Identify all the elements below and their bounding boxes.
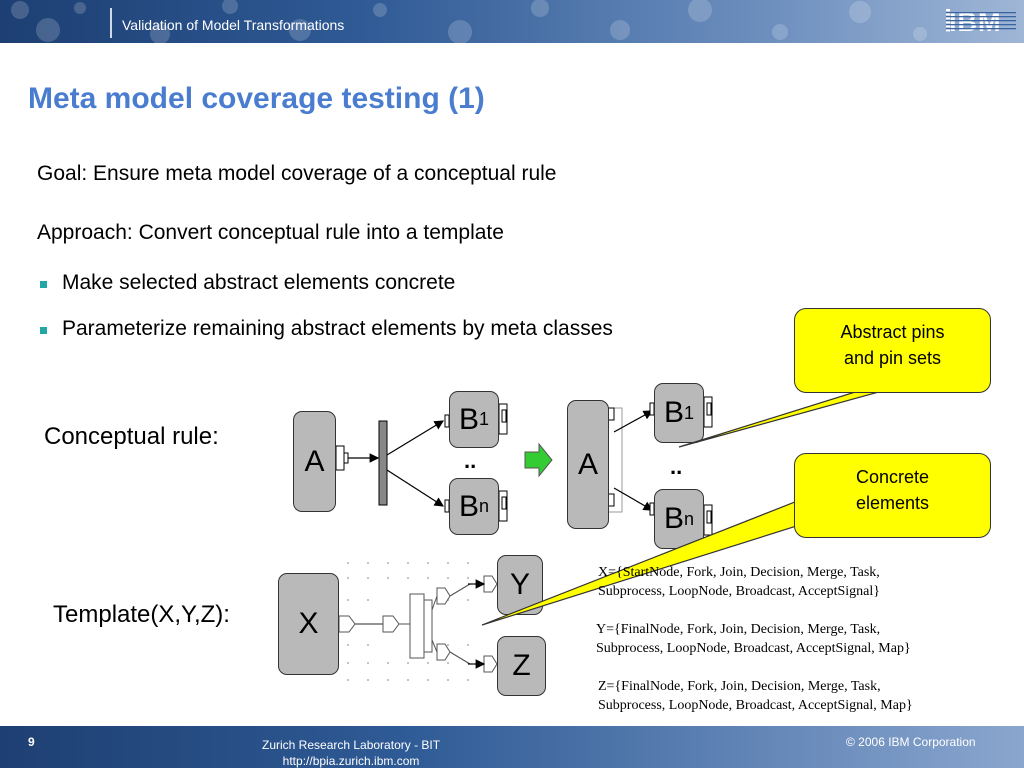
header-dot-pattern — [11, 0, 927, 43]
callout-concrete-elements: Concrete elements — [794, 453, 991, 538]
goal-text: Goal: Ensure meta model coverage of a co… — [37, 162, 557, 185]
set-y-line-1: Y={FinalNode, Fork, Join, Decision, Merg… — [596, 622, 881, 637]
footer-bar: 9 Zurich Research Laboratory - BIT http:… — [0, 726, 1024, 768]
set-x-definition: X={StartNode, Fork, Join, Decision, Merg… — [598, 563, 880, 601]
svg-text:IBM: IBM — [949, 7, 1002, 36]
presentation-title: Validation of Model Transformations — [122, 17, 345, 33]
ellipsis: .. — [464, 448, 477, 473]
node-x-template: X — [278, 573, 339, 675]
subscript-1: 1 — [479, 409, 490, 429]
footer-copyright: © 2006 IBM Corporation — [846, 735, 976, 749]
footer-lab: Zurich Research Laboratory - BIT http://… — [262, 737, 440, 769]
set-z-line-1: Z={FinalNode, Fork, Join, Decision, Merg… — [598, 679, 881, 694]
callout-line: elements — [855, 493, 930, 513]
set-z-line-2: Subprocess, LoopNode, Broadcast, AcceptS… — [598, 698, 913, 713]
footer-lab-name: Zurich Research Laboratory - BIT — [262, 738, 441, 752]
node-a-conceptual: A — [293, 411, 336, 512]
subscript-1: 1 — [684, 402, 695, 423]
node-b-label: B — [663, 502, 684, 535]
bullet-marker — [40, 281, 47, 288]
callout-line: and pin sets — [843, 348, 942, 368]
set-x-line-2: Subprocess, LoopNode, Broadcast, AcceptS… — [598, 584, 880, 599]
header-separator — [110, 8, 112, 38]
bullet-marker — [40, 327, 47, 334]
template-label: Template(X,Y,Z): — [53, 601, 230, 628]
set-y-definition: Y={FinalNode, Fork, Join, Decision, Merg… — [596, 620, 911, 658]
transform-arrow — [524, 442, 553, 478]
ellipsis: .. — [670, 454, 683, 479]
header-bar: Validation of Model Transformations IBM — [0, 0, 1024, 43]
bullet-item-1: Make selected abstract elements concrete — [62, 271, 456, 294]
callout-line: Abstract pins — [840, 322, 945, 342]
slide-title: Meta model coverage testing (1) — [28, 82, 485, 115]
footer-lab-url: http://bpia.zurich.ibm.com — [282, 754, 420, 768]
subscript-n: n — [684, 508, 695, 529]
ibm-logo: IBM — [946, 7, 1016, 36]
callout-line: Concrete — [855, 467, 930, 487]
node-b-label: B — [458, 402, 479, 436]
node-a-concrete: A — [567, 400, 609, 529]
set-y-line-2: Subprocess, LoopNode, Broadcast, AcceptS… — [596, 641, 911, 656]
page-number: 9 — [28, 735, 35, 749]
node-z-template: Z — [497, 636, 546, 696]
node-b-label: B — [663, 396, 684, 429]
subscript-n: n — [479, 496, 490, 516]
conceptual-rule-label: Conceptual rule: — [44, 423, 219, 450]
bullet-item-2: Parameterize remaining abstract elements… — [62, 317, 613, 340]
approach-text: Approach: Convert conceptual rule into a… — [37, 221, 504, 244]
node-b-label: B — [458, 489, 479, 523]
callout-abstract-pins: Abstract pins and pin sets — [794, 308, 991, 393]
set-z-definition: Z={FinalNode, Fork, Join, Decision, Merg… — [598, 677, 913, 715]
set-x-line-1: X={StartNode, Fork, Join, Decision, Merg… — [598, 565, 880, 580]
